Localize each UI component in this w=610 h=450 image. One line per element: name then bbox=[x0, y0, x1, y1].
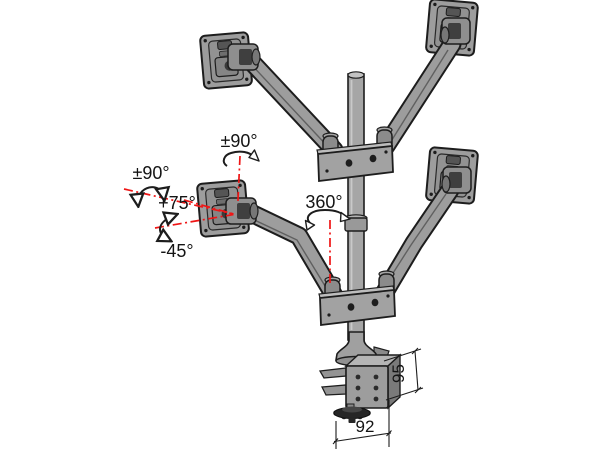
swivel-arrowhead-icon bbox=[248, 149, 260, 162]
lower-pole-bracket bbox=[318, 270, 396, 327]
mounting-pole bbox=[344, 71, 368, 341]
swivel-angle-label: ±90° bbox=[220, 131, 257, 151]
tilt-hinge-top-left bbox=[227, 43, 261, 71]
pole-rotation-arrow-icon bbox=[306, 208, 345, 225]
desk-clamp bbox=[318, 353, 402, 411]
gas-spring-arm-top-right bbox=[376, 34, 462, 156]
swivel-arrow-icon bbox=[222, 150, 255, 167]
tilt-arrow-icon bbox=[160, 215, 175, 240]
pole-rotation-arrowhead-right-icon bbox=[339, 211, 351, 223]
tilt-hinge-mid-left bbox=[225, 197, 259, 225]
clamp-lower-prong bbox=[320, 384, 347, 396]
rotation-arrows bbox=[138, 149, 351, 240]
rotate-arrow-icon bbox=[138, 187, 164, 204]
tilt-up-angle-label: +75° bbox=[158, 193, 196, 213]
dimension-clamp-depth bbox=[332, 400, 392, 449]
clamp-upper-prong bbox=[318, 367, 347, 379]
tilt-down-angle-label: -45° bbox=[160, 241, 193, 261]
swivel-axis-line bbox=[236, 155, 241, 205]
dimension-clamp-height bbox=[383, 347, 424, 401]
tilt-hinge-top-right bbox=[440, 17, 471, 45]
tilt-hinge-mid-right bbox=[441, 166, 472, 194]
tilt-up-axis-line bbox=[183, 199, 234, 215]
dimension-95-label: 95 bbox=[389, 364, 408, 383]
pole-rotation-arrowhead-left-icon bbox=[304, 219, 316, 231]
gas-spring-arm-top-left bbox=[237, 47, 344, 160]
rotation-angle-label: ±90° bbox=[132, 163, 169, 183]
clamp-screw-knob bbox=[333, 406, 371, 423]
gas-spring-arm-mid-left bbox=[239, 202, 346, 309]
upper-pole-bracket bbox=[316, 126, 394, 183]
pole-rotation-angle-label: 360° bbox=[305, 192, 342, 212]
dimension-92-label: 92 bbox=[356, 417, 375, 436]
